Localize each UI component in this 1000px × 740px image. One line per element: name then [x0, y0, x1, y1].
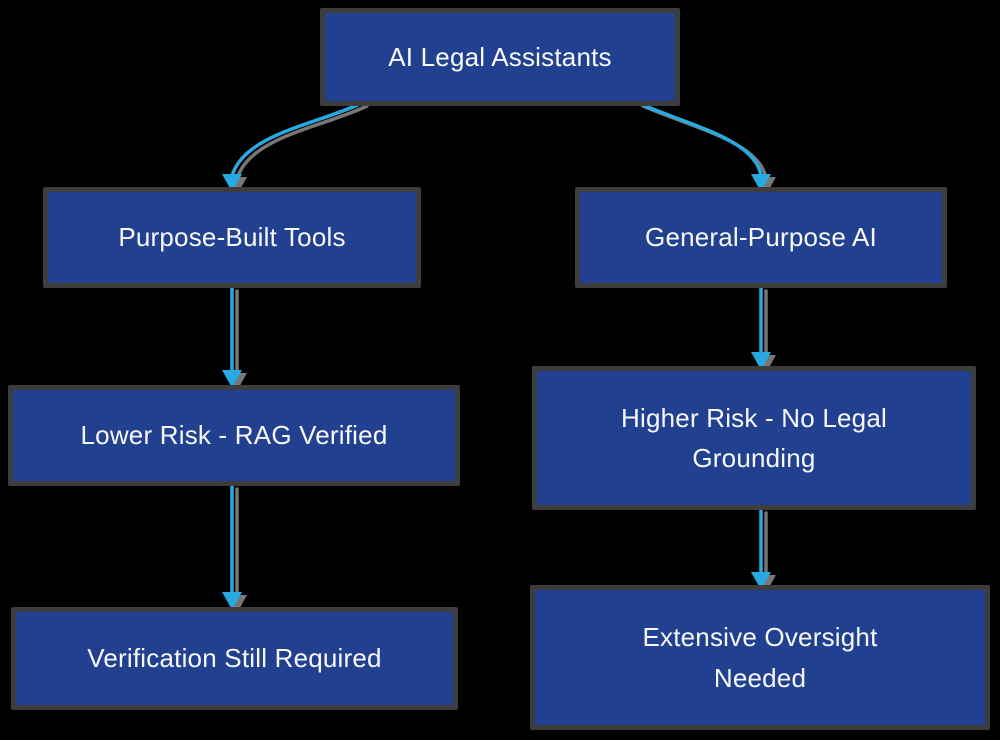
node-label: Higher Risk - No Legal Grounding	[621, 402, 887, 473]
edge-root-to-purpose-built-shadow	[235, 104, 369, 181]
node-label: General-Purpose AI	[645, 222, 877, 253]
arrowhead-icon	[751, 572, 771, 590]
node-label: Lower Risk - RAG Verified	[80, 420, 388, 451]
node-label: Verification Still Required	[87, 643, 382, 674]
node-purpose-built-tools: Purpose-Built Tools	[43, 187, 421, 288]
node-extensive-oversight-needed: Extensive Oversight Needed	[530, 585, 990, 730]
arrowhead-icon	[751, 174, 771, 192]
arrowhead-icon	[222, 370, 242, 388]
arrowhead-icon	[222, 174, 242, 192]
node-lower-risk-rag-verified: Lower Risk - RAG Verified	[8, 385, 460, 486]
edge-root-to-general-purpose	[636, 101, 763, 178]
node-general-purpose-ai: General-Purpose AI	[575, 187, 947, 288]
arrowhead-icon	[751, 352, 771, 370]
node-label: AI Legal Assistants	[388, 41, 612, 72]
node-ai-legal-assistants: AI Legal Assistants	[320, 8, 680, 106]
edge-root-to-general-purpose-shadow	[641, 104, 768, 181]
arrowhead-icon	[222, 592, 242, 610]
edge-root-to-purpose-built	[230, 101, 364, 178]
node-verification-still-required: Verification Still Required	[11, 607, 458, 710]
node-label: Extensive Oversight Needed	[642, 622, 878, 693]
node-label: Purpose-Built Tools	[118, 222, 346, 253]
node-higher-risk-no-legal-grounding: Higher Risk - No Legal Grounding	[532, 366, 976, 510]
